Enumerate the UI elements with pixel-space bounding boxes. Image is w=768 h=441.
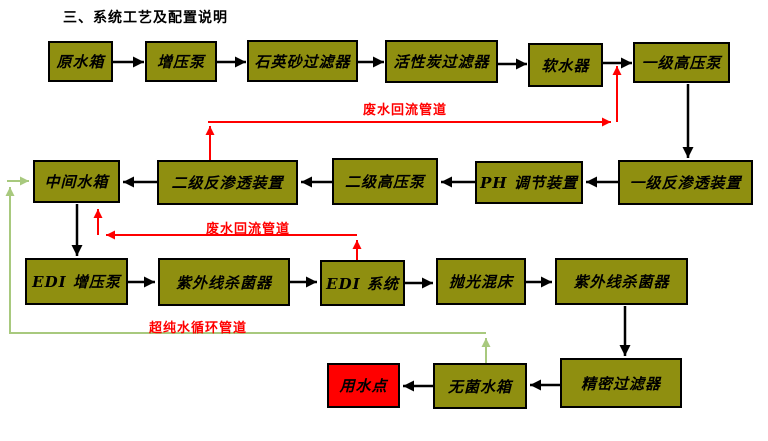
node-activated-carbon-filter-label: 活性炭过滤器: [393, 53, 490, 71]
node-first-stage-ro: 一级反渗透装置: [618, 160, 753, 205]
node-quartz-sand-filter-label: 石英砂过滤器: [254, 52, 351, 71]
node-water-softener-label: 软水器: [541, 56, 590, 75]
node-water-softener: 软水器: [528, 43, 603, 87]
node-polishing-mixed-bed: 抛光混床: [436, 258, 526, 305]
node-booster-pump-label: 增压泵: [156, 53, 205, 71]
node-edi-booster-pump: EDI 增压泵: [25, 258, 128, 305]
node-uv-sterilizer-1-label: 紫外线杀菌器: [175, 273, 272, 292]
node-use-point: 用水点: [327, 363, 400, 408]
node-second-stage-ro-label: 二级反渗透装置: [171, 174, 284, 192]
node-precision-filter-label: 精密过滤器: [580, 374, 661, 393]
node-precision-filter: 精密过滤器: [560, 358, 682, 408]
node-edi-system-label: EDI 系统: [326, 274, 399, 293]
pipe-label-waste-return-1: 废水回流管道: [363, 103, 448, 118]
node-uv-sterilizer-2-label: 紫外线杀菌器: [573, 273, 670, 291]
node-activated-carbon-filter: 活性炭过滤器: [385, 40, 498, 83]
pipe-label-waste-return-2: 废水回流管道: [206, 222, 291, 237]
loop-return-run: [5, 187, 486, 334]
waste-return-pipe-1: [205, 66, 622, 160]
node-ph-adjuster: PH 调节装置: [475, 161, 583, 204]
node-raw-tank-label: 原水箱: [56, 53, 105, 71]
node-intermediate-tank-label: 中间水箱: [44, 173, 109, 191]
node-edi-system: EDI 系统: [320, 260, 405, 306]
main-flow-arrows: [71, 56, 694, 392]
node-second-stage-ro: 二级反渗透装置: [157, 160, 298, 205]
node-first-stage-hp-pump: 一级高压泵: [633, 42, 730, 83]
pipe-label-ultrapure-loop: 超纯水循环管道: [149, 321, 248, 336]
diagram-title: 三、系统工艺及配置说明: [63, 10, 228, 26]
node-quartz-sand-filter: 石英砂过滤器: [247, 40, 358, 82]
node-polishing-mixed-bed-label: 抛光混床: [448, 273, 513, 291]
node-booster-pump: 增压泵: [145, 41, 217, 82]
ultrapure-loop-pipe: [5, 176, 491, 363]
node-use-point-label: 用水点: [339, 377, 388, 395]
node-intermediate-tank: 中间水箱: [33, 160, 120, 203]
node-edi-booster-pump-label: EDI 增压泵: [32, 273, 121, 291]
node-uv-sterilizer-1: 紫外线杀菌器: [158, 258, 290, 306]
node-first-stage-ro-label: 一级反渗透装置: [629, 174, 742, 192]
node-sterile-tank: 无菌水箱: [433, 363, 527, 409]
node-uv-sterilizer-2: 紫外线杀菌器: [555, 258, 688, 305]
node-first-stage-hp-pump-label: 一级高压泵: [641, 54, 722, 72]
node-second-stage-hp-pump: 二级高压泵: [332, 158, 438, 205]
node-raw-tank: 原水箱: [48, 41, 113, 82]
node-ph-adjuster-label: PH 调节装置: [480, 174, 578, 192]
node-sterile-tank-label: 无菌水箱: [447, 377, 512, 396]
node-second-stage-hp-pump-label: 二级高压泵: [344, 173, 425, 191]
